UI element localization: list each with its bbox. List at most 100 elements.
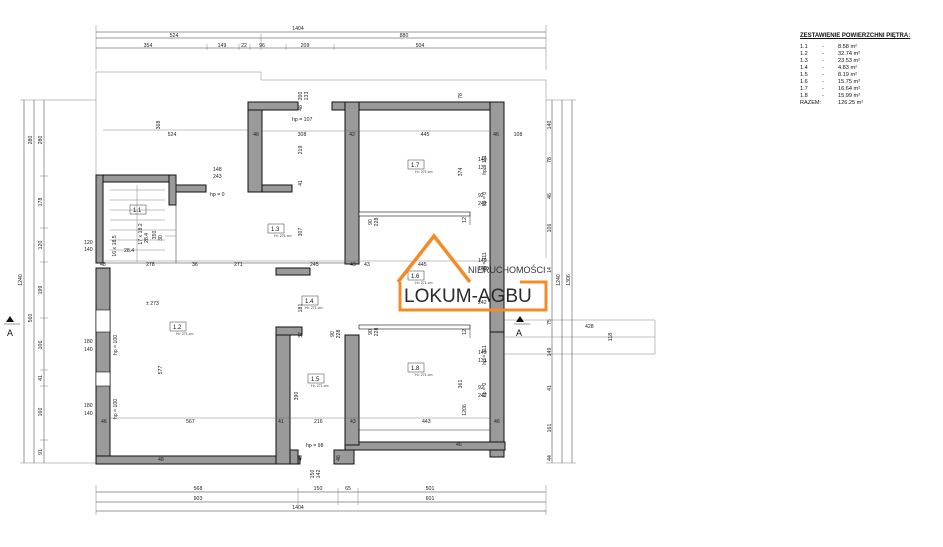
svg-text:43: 43 [350, 262, 356, 268]
dim-left-outer: 1240 [18, 274, 24, 286]
svg-text:228: 228 [336, 330, 342, 339]
dim-top-22: 22 [241, 43, 247, 49]
svg-text:180: 180 [84, 339, 93, 345]
svg-text:242: 242 [478, 201, 487, 207]
bottom-dimension-lines: 568 150 65 501 903 601 1404 [95, 485, 547, 515]
dim-left-560: 560 [28, 314, 34, 323]
summary-row: 1.4-4.83 m² [800, 65, 940, 72]
dim-right-14: 14 [547, 267, 553, 273]
dim-left-178: 178 [38, 198, 44, 207]
svg-text:92: 92 [478, 193, 484, 199]
dim-left-199: 199 [38, 286, 44, 295]
section-marker-left: A [4, 316, 20, 338]
room-height-1-6: H= 271 cm [415, 281, 432, 285]
svg-text:245: 245 [310, 262, 319, 268]
svg-text:hp = 98: hp = 98 [306, 443, 324, 449]
svg-text:428: 428 [585, 324, 594, 330]
svg-text:48: 48 [100, 262, 106, 268]
svg-text:350: 350 [152, 231, 158, 240]
svg-text:12: 12 [462, 217, 468, 223]
svg-text:A: A [7, 328, 13, 338]
summary-row: 1.2-32.74 m² [800, 51, 940, 58]
dim-right-161: 161 [547, 424, 553, 433]
interior-dimensions: 524 368 46 308 42 445 46 108 200 133 48 … [84, 92, 614, 479]
svg-text:78: 78 [458, 93, 464, 99]
room-label-1-1: 1.1 [133, 208, 142, 214]
dim-bottom-overall: 1404 [292, 505, 304, 511]
summary-row-id: 1.8 [800, 93, 808, 99]
section-marker-right: A [514, 316, 530, 338]
svg-text:242: 242 [478, 393, 487, 399]
summary-row: 1.7-16.64 m² [800, 86, 940, 93]
room-height-1-2: H= 271 cm [176, 332, 193, 336]
svg-text:46: 46 [253, 132, 259, 138]
dim-top-880: 880 [400, 33, 409, 39]
dim-top-504: 504 [416, 43, 425, 49]
watermark-house-icon [396, 233, 472, 284]
svg-text:28.4: 28.4 [144, 233, 150, 243]
svg-text:148: 148 [213, 167, 222, 173]
watermark-logo: NIERUCHOMOŚCI LOKUM-AGBU [396, 233, 548, 312]
dim-bottom-568: 568 [194, 486, 203, 492]
summary-row: 1.5-8.19 m² [800, 72, 940, 79]
dim-right-outer: 1306 [566, 274, 572, 286]
svg-text:hp = 0: hp = 0 [482, 192, 488, 207]
svg-text:445: 445 [421, 132, 430, 138]
summary-row-id: 1.3 [800, 58, 808, 64]
svg-text:140: 140 [84, 411, 93, 417]
svg-text:271: 271 [234, 262, 243, 268]
svg-text:43: 43 [350, 419, 356, 425]
svg-text:43: 43 [364, 262, 370, 268]
summary-row-area: 15.99 m² [838, 93, 861, 99]
svg-text:120: 120 [84, 240, 93, 246]
summary-row-dash: - [822, 65, 824, 71]
svg-text:28.4: 28.4 [124, 248, 134, 254]
right-dimension-lines: 1306 1240 140 78 46 106 14 75 149 41 161… [546, 99, 576, 464]
summary-row-dash: - [822, 58, 824, 64]
area-summary: ZESTAWIENIE POWIERZCHNI PIĘTRA: 1.1-8.58… [800, 33, 940, 107]
summary-total-row: RAZEM: 126.25 m² [800, 100, 940, 107]
svg-text:228: 228 [374, 218, 380, 227]
room-height-1-4: H= 271 cm [305, 306, 322, 310]
dim-top-524: 524 [170, 33, 179, 39]
dim-bottom-601: 601 [426, 496, 435, 502]
summary-row: 1.6-15.75 m² [800, 79, 940, 86]
svg-text:133: 133 [304, 92, 310, 101]
svg-text:90: 90 [368, 329, 374, 335]
top-dimension-lines: 1404 524 880 354 149 22 96 209 504 [95, 25, 547, 70]
summary-row-dash: - [822, 72, 824, 78]
svg-text:131: 131 [478, 165, 487, 171]
summary-row-area: 8.19 m² [838, 72, 857, 78]
summary-title: ZESTAWIENIE POWIERZCHNI PIĘTRA: [800, 33, 911, 39]
room-height-1-3: H= 271 cm [274, 234, 291, 238]
svg-text:1206: 1206 [462, 404, 468, 416]
room-height-1-7: H= 271 cm [415, 170, 432, 174]
svg-text:443: 443 [422, 419, 431, 425]
dim-top-96: 96 [259, 43, 265, 49]
room-height-1-5: H= 271 cm [311, 384, 328, 388]
room-label-1-7: 1.7 [411, 163, 420, 169]
summary-row-area: 8.58 m² [838, 44, 857, 50]
svg-text:140: 140 [84, 247, 93, 253]
dim-bottom-65: 65 [345, 486, 351, 492]
summary-row-area: 15.75 m² [838, 79, 861, 85]
svg-text:hp = 111: hp = 111 [482, 155, 488, 175]
svg-text:361: 361 [458, 380, 464, 389]
summary-total-value: 126.25 m² [838, 100, 864, 106]
dim-bottom-501: 501 [426, 486, 435, 492]
dim-right-41: 41 [547, 385, 553, 391]
svg-text:524: 524 [168, 132, 177, 138]
dim-right-44: 44 [547, 455, 553, 461]
room-label-1-5: 1.5 [311, 377, 320, 383]
summary-total-label: RAZEM: [800, 100, 822, 106]
svg-text:278: 278 [146, 262, 155, 268]
summary-row-area: 23.53 m² [838, 58, 861, 64]
left-dimension-lines: 1240 560 280 280 178 120 199 106 41 160 … [18, 99, 96, 464]
svg-text:46: 46 [494, 419, 500, 425]
svg-text:140: 140 [84, 347, 93, 353]
svg-text:368: 368 [156, 121, 162, 130]
svg-text:149: 149 [478, 350, 487, 356]
svg-text:46: 46 [456, 442, 462, 448]
